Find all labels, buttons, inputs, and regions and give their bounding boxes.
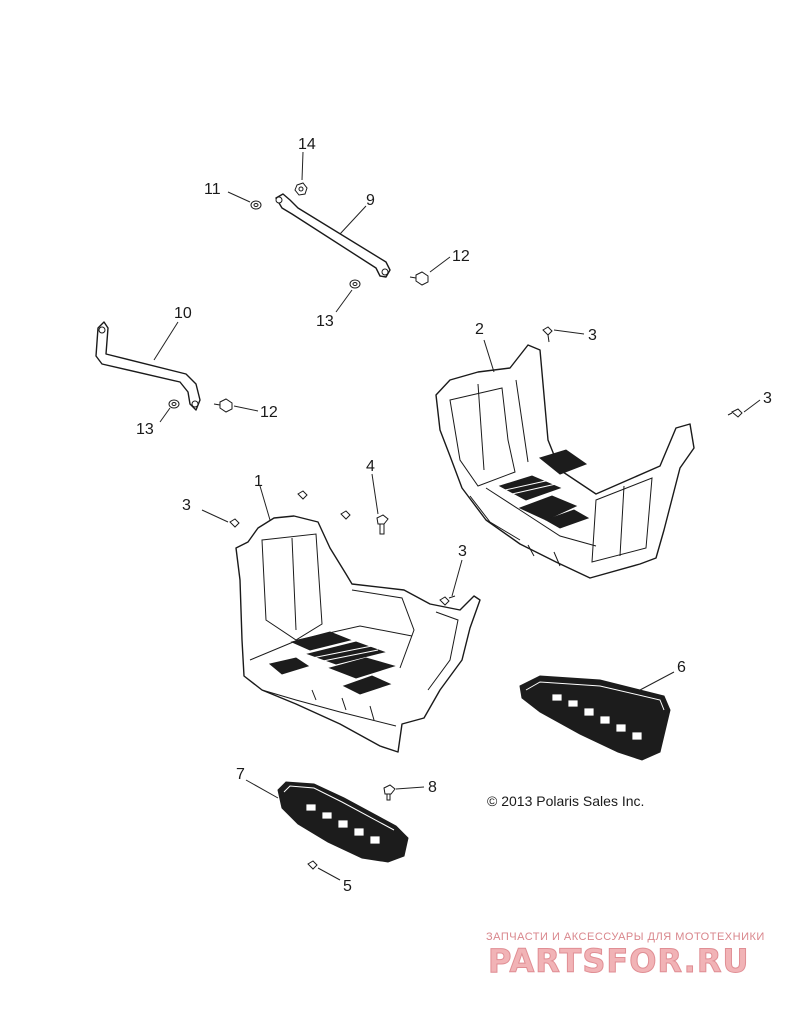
step-plate-part-6 [519,675,671,761]
footwell-1-tread [268,631,396,695]
footwell-part-1 [235,515,481,753]
footwell-2-tread [498,449,590,529]
callout-1: 1 [254,473,263,490]
fastener-part-3-b [727,408,743,418]
bolt-part-12-upper [409,271,429,286]
callout-8: 8 [428,779,437,796]
nut-part-14 [294,182,308,196]
callout-7: 7 [236,766,245,783]
callout-11: 11 [204,181,221,198]
footwell-part-2 [435,344,695,579]
callout-13-lower: 13 [136,421,154,438]
washer-part-13-upper [349,279,361,289]
callout-9: 9 [366,192,375,209]
copyright-notice: © 2013 Polaris Sales Inc. [487,793,644,809]
watermark-logo: PARTSFOR.RU [488,942,749,980]
callout-12-lower: 12 [260,404,278,421]
small-fastener-b [340,510,351,520]
bolt-part-8 [383,784,396,801]
bolt-part-12-lower [213,398,233,413]
callout-5: 5 [343,878,352,895]
callout-labels: 14 11 9 12 13 10 12 13 2 3 3 1 3 4 3 6 7… [136,136,772,895]
watermark: ЗАПЧАСТИ И АКСЕССУАРЫ ДЛЯ МОТОТЕХНИКИ PA… [486,931,765,981]
washer-part-11 [250,200,262,210]
callout-10: 10 [174,305,192,322]
small-fastener-a [297,490,308,500]
fastener-part-5 [307,860,318,870]
callout-14: 14 [298,136,316,153]
callout-6: 6 [677,659,686,676]
fastener-part-3-c [229,518,240,528]
callout-4: 4 [366,458,375,475]
callout-3-top: 3 [588,327,597,344]
bar-part-9 [275,193,391,278]
watermark-tagline: ЗАПЧАСТИ И АКСЕССУАРЫ ДЛЯ МОТОТЕХНИКИ [486,931,765,943]
callout-13-upper: 13 [316,313,334,330]
leader-lines [153,151,761,881]
step-plate-part-7 [277,781,409,863]
callout-2: 2 [475,321,484,338]
callout-12-upper: 12 [452,248,470,265]
callout-3-left: 3 [182,497,191,514]
bolt-part-4 [376,514,389,535]
washer-part-13-lower [168,399,180,409]
fastener-part-3-a [542,326,553,343]
bar-part-10 [95,321,201,411]
callout-3-middle: 3 [458,543,467,560]
fastener-part-3-d [439,595,456,606]
callout-3-right: 3 [763,390,772,407]
